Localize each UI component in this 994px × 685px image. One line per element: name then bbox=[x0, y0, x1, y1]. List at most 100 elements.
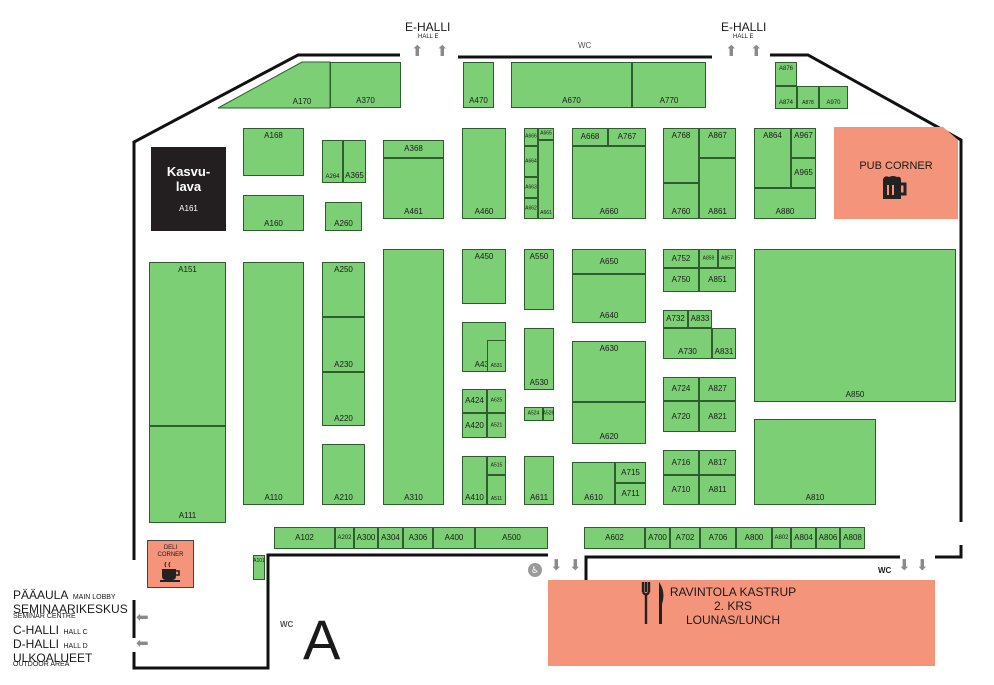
booth-a666[interactable]: A666 bbox=[524, 128, 538, 146]
booth-a967[interactable]: A967 bbox=[791, 128, 816, 158]
legend-item-seminar-centre[interactable]: SEMINAARIKESKUS SEMINAR CENTRE bbox=[13, 602, 128, 620]
deli-corner[interactable]: DELI CORNER bbox=[147, 540, 194, 588]
booth-a715[interactable]: A715 bbox=[615, 462, 646, 483]
legend-item-outdoor-area[interactable]: ULKOALUEET OUTDOOR AREA bbox=[13, 651, 93, 668]
booth-a450[interactable]: A450 bbox=[462, 249, 506, 304]
booth-a706[interactable]: A706 bbox=[700, 527, 736, 549]
restaurant-kastrup[interactable]: RAVINTOLA KASTRUP 2. KRS LOUNAS/LUNCH bbox=[548, 580, 935, 666]
booth-a461[interactable]: A461 bbox=[383, 158, 444, 219]
booth-a750[interactable]: A750 bbox=[663, 268, 699, 292]
legend-item-main-lobby[interactable]: PÄÄAULA MAIN LOBBY bbox=[13, 588, 116, 602]
booth-a878[interactable]: A878 bbox=[797, 86, 819, 109]
booth-a602[interactable]: A602 bbox=[584, 527, 645, 549]
legend-item-hall-d[interactable]: D-HALLI HALL D bbox=[13, 637, 88, 651]
booth-a460[interactable]: A460 bbox=[462, 128, 506, 219]
booth-a710[interactable]: A710 bbox=[663, 475, 699, 505]
booth-a850[interactable]: A850 bbox=[754, 249, 956, 402]
booth-a515[interactable]: A515 bbox=[487, 456, 506, 475]
booth-a300[interactable]: A300 bbox=[354, 527, 378, 549]
booth-a702[interactable]: A702 bbox=[670, 527, 700, 549]
booth-a306[interactable]: A306 bbox=[403, 527, 433, 549]
booth-a711[interactable]: A711 bbox=[615, 483, 646, 505]
booth-a640[interactable]: A640 bbox=[572, 274, 646, 323]
booth-a857[interactable]: A857 bbox=[718, 249, 736, 268]
booth-a965[interactable]: A965 bbox=[791, 158, 816, 188]
booth-a160[interactable]: A160 bbox=[243, 195, 304, 231]
booth-a470[interactable]: A470 bbox=[463, 62, 494, 108]
booth-a530[interactable]: A530 bbox=[524, 328, 554, 390]
booth-a661[interactable]: A661 bbox=[538, 140, 554, 219]
booth-a827[interactable]: A827 bbox=[699, 377, 736, 401]
booth-a730[interactable]: A730 bbox=[663, 328, 712, 359]
booth-a867[interactable]: A867 bbox=[699, 128, 736, 158]
booth-a365[interactable]: A365 bbox=[343, 140, 366, 183]
booth-a716[interactable]: A716 bbox=[663, 450, 699, 475]
booth-a400[interactable]: A400 bbox=[433, 527, 475, 549]
booth-a817[interactable]: A817 bbox=[699, 450, 736, 475]
booth-a808[interactable]: A808 bbox=[840, 527, 865, 549]
booth-a804[interactable]: A804 bbox=[791, 527, 816, 549]
booth-a550[interactable]: A550 bbox=[524, 249, 554, 310]
booth-a810[interactable]: A810 bbox=[754, 419, 876, 505]
booth-a650[interactable]: A650 bbox=[572, 249, 646, 274]
booth-a874[interactable]: A874 bbox=[775, 86, 797, 109]
booth-a230[interactable]: A230 bbox=[322, 317, 365, 372]
booth-a610[interactable]: A610 bbox=[572, 462, 615, 505]
booth-a370[interactable]: A370 bbox=[330, 62, 401, 108]
booth-a668[interactable]: A668 bbox=[572, 128, 608, 146]
booth-a170[interactable]: A170 bbox=[218, 62, 330, 108]
booth-a664[interactable]: A664 bbox=[524, 146, 538, 177]
booth-a304[interactable]: A304 bbox=[378, 527, 403, 549]
booth-a880[interactable]: A880 bbox=[754, 188, 816, 219]
booth-a752[interactable]: A752 bbox=[663, 249, 699, 268]
booth-a732[interactable]: A732 bbox=[663, 310, 688, 328]
booth-a101[interactable]: A101 bbox=[253, 555, 265, 580]
booth-a220[interactable]: A220 bbox=[322, 372, 365, 426]
booth-a202[interactable]: A202 bbox=[335, 527, 354, 549]
booth-a876[interactable]: A876 bbox=[775, 62, 797, 86]
booth-a250[interactable]: A250 bbox=[322, 262, 365, 317]
booth-a511[interactable]: A511 bbox=[487, 475, 506, 505]
booth-a859[interactable]: A859 bbox=[699, 249, 718, 268]
booth-a420[interactable]: A420 bbox=[462, 413, 487, 438]
booth-a861[interactable]: A861 bbox=[699, 158, 736, 219]
booth-a663[interactable]: A663 bbox=[524, 177, 538, 198]
booth-a151[interactable]: A151 bbox=[149, 262, 226, 426]
booth-a264[interactable]: A264 bbox=[322, 140, 343, 183]
booth-a802[interactable]: A802 bbox=[772, 527, 791, 549]
booth-a811[interactable]: A811 bbox=[699, 475, 736, 505]
booth-a526[interactable]: A526 bbox=[543, 407, 554, 421]
booth-a260[interactable]: A260 bbox=[325, 202, 362, 231]
booth-a410[interactable]: A410 bbox=[462, 456, 487, 505]
legend-item-hall-c[interactable]: C-HALLI HALL C bbox=[13, 623, 88, 637]
booth-a524[interactable]: A524 bbox=[524, 407, 543, 421]
booth-a833[interactable]: A833 bbox=[688, 310, 712, 328]
booth-a630[interactable]: A630 bbox=[572, 341, 646, 402]
booth-a800[interactable]: A800 bbox=[736, 527, 772, 549]
booth-a831[interactable]: A831 bbox=[712, 328, 736, 359]
booth-a625[interactable]: A625 bbox=[487, 389, 506, 413]
booth-a168[interactable]: A168 bbox=[243, 128, 304, 176]
booth-a806[interactable]: A806 bbox=[816, 527, 840, 549]
booth-a424[interactable]: A424 bbox=[462, 389, 487, 413]
booth-a770[interactable]: A770 bbox=[632, 62, 706, 108]
booth-a611[interactable]: A611 bbox=[524, 456, 554, 505]
booth-a310[interactable]: A310 bbox=[383, 249, 444, 505]
booth-a521[interactable]: A521 bbox=[487, 413, 506, 438]
booth-a724[interactable]: A724 bbox=[663, 377, 699, 401]
booth-a665[interactable]: A665 bbox=[538, 128, 554, 140]
booth-a768[interactable]: A768 bbox=[663, 128, 699, 183]
booth-a368[interactable]: A368 bbox=[383, 140, 444, 158]
booth-a760[interactable]: A760 bbox=[663, 183, 699, 219]
booth-a662[interactable]: A662 bbox=[524, 198, 538, 219]
booth-a821[interactable]: A821 bbox=[699, 401, 736, 432]
booth-a660[interactable]: A660 bbox=[572, 146, 646, 219]
booth-a500[interactable]: A500 bbox=[475, 527, 548, 549]
stage-kasvulava[interactable]: Kasvu- lava A161 bbox=[151, 147, 226, 231]
booth-a102[interactable]: A102 bbox=[274, 527, 335, 549]
booth-a970[interactable]: A970 bbox=[819, 86, 848, 109]
booth-a670[interactable]: A670 bbox=[511, 62, 632, 108]
booth-a531[interactable]: A531 bbox=[487, 340, 506, 372]
booth-a767[interactable]: A767 bbox=[608, 128, 646, 146]
booth-a620[interactable]: A620 bbox=[572, 402, 646, 444]
